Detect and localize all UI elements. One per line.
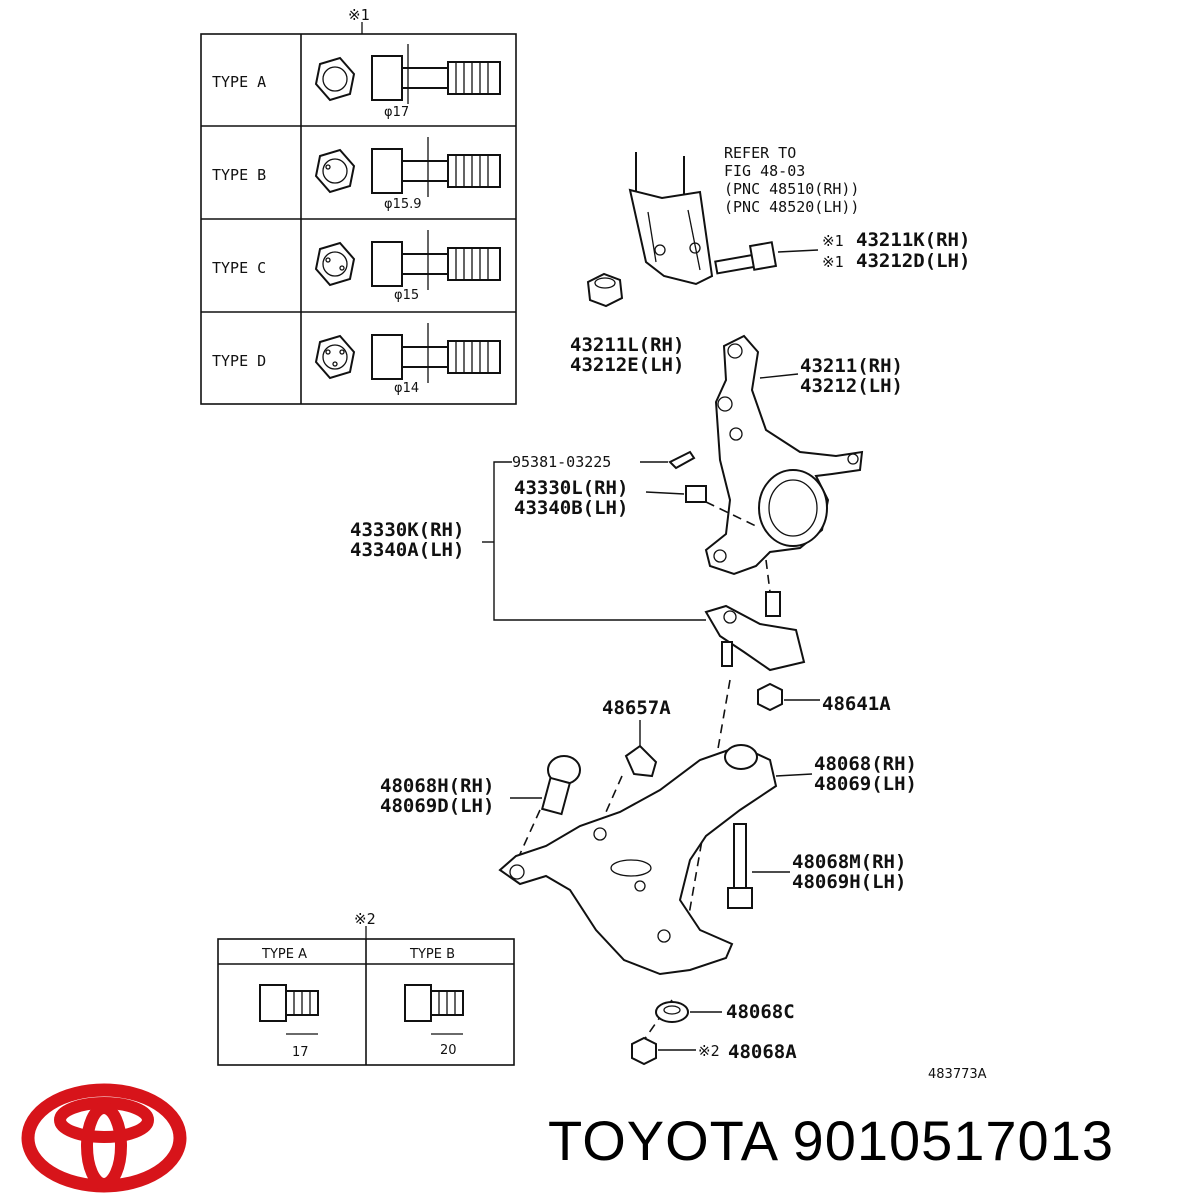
lower-control-arm-drawing (498, 744, 813, 976)
label-43340a: 43340A(LH) (350, 539, 464, 561)
label-43340b: 43340B(LH) (514, 497, 628, 519)
table1-type-d: TYPE D (212, 352, 266, 370)
bolt-43211k-drawing (714, 241, 819, 275)
label-43212d: 43212D(LH) (856, 250, 970, 272)
label-48068m: 48068M(RH) (792, 851, 906, 873)
part-number: 9010517013 (792, 1109, 1114, 1172)
brand-name: TOYOTA (548, 1109, 776, 1172)
figure-id: 483773A (928, 1067, 987, 1082)
bolt-48068h-drawing (510, 755, 581, 816)
table2-type-a: TYPE A (261, 947, 307, 962)
steering-knuckle-drawing (704, 334, 864, 576)
mark-2: ※2 (698, 1042, 720, 1060)
label-48069h: 48069H(LH) (792, 871, 906, 893)
clip-48657a-drawing (624, 720, 658, 778)
bolt-type-table-2: ※2 TYPE A TYPE B 17 20 (217, 910, 515, 1066)
label-43211: 43211(RH) (800, 355, 903, 377)
svg-text:REFER TO: REFER TO (724, 144, 796, 162)
nut-48641a-drawing (757, 682, 820, 712)
label-48068h: 48068H(RH) (380, 775, 494, 797)
bolt-type-table-1: ※1 TYPE A TYPE B TYPE C TYPE D (200, 6, 517, 405)
toyota-logo-icon (21, 1083, 187, 1193)
label-43211k: 43211K(RH) (856, 229, 970, 251)
bolt-48068m-drawing (727, 823, 790, 909)
bracket-line (493, 461, 706, 621)
bolt-d-drawing (314, 323, 501, 383)
table2-type-b: TYPE B (409, 947, 455, 962)
bolt-a-drawing (314, 44, 501, 104)
ball-joint-drawing (704, 591, 806, 672)
label-48068: 48068(RH) (814, 753, 917, 775)
table1-type-b: TYPE B (212, 166, 266, 184)
table2-dim-a: 17 (292, 1045, 309, 1060)
table1-dim-b: φ15.9 (384, 197, 422, 212)
table1-dim-a: φ17 (384, 105, 409, 120)
svg-text:(PNC 48510(RH)): (PNC 48510(RH)) (724, 180, 859, 198)
label-48657a: 48657A (602, 697, 671, 719)
mark-1b: ※1 (822, 253, 844, 271)
bolt-2a-drawing (259, 984, 319, 1035)
table1-dim-d: φ14 (394, 381, 419, 396)
cotter-pin-drawing (640, 450, 696, 470)
table1-dim-c: φ15 (394, 288, 419, 303)
svg-text:FIG 48-03: FIG 48-03 (724, 162, 805, 180)
label-48068a: 48068A (728, 1041, 797, 1063)
nut-43211l-drawing (586, 272, 624, 308)
table1-type-c: TYPE C (212, 259, 266, 277)
label-48069d: 48069D(LH) (380, 795, 494, 817)
label-48069: 48069(LH) (814, 773, 917, 795)
castle-nut-drawing (645, 485, 707, 503)
strut-bracket-drawing (628, 152, 714, 286)
table1-type-a: TYPE A (212, 73, 266, 91)
svg-text:(PNC 48520(LH)): (PNC 48520(LH)) (724, 198, 859, 216)
table1-mark: ※1 (348, 6, 370, 24)
label-43212: 43212(LH) (800, 375, 903, 397)
mark-1a: ※1 (822, 232, 844, 250)
refer-note: REFER TO FIG 48-03 (PNC 48510(RH)) (PNC … (724, 144, 859, 216)
label-43212e: 43212E(LH) (570, 354, 684, 376)
table2-dim-b: 20 (440, 1043, 457, 1058)
label-43330l: 43330L(RH) (514, 477, 628, 499)
table2-mark: ※2 (354, 910, 376, 928)
label-48068c: 48068C (726, 1001, 795, 1023)
label-48641a: 48641A (822, 693, 891, 715)
bolt-2b-drawing (404, 984, 464, 1035)
label-95381: 95381-03225 (512, 453, 611, 471)
bolt-48068a-drawing (631, 1036, 696, 1066)
label-43211l: 43211L(RH) (570, 334, 684, 356)
label-43330k: 43330K(RH) (350, 519, 464, 541)
brand-line: TOYOTA 9010517013 (548, 1108, 1114, 1173)
bolt-b-drawing (314, 137, 501, 197)
washer-48068c-drawing (655, 1001, 722, 1023)
bolt-c-drawing (314, 230, 501, 290)
